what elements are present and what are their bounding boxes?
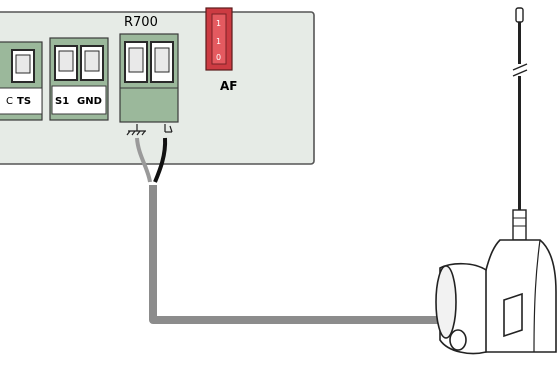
core-wire: [153, 137, 168, 183]
antenna-rod-break-2: [512, 69, 528, 77]
terminal-label-ts: TS: [17, 96, 31, 107]
ground-symbol-hatch-2: [131, 130, 136, 136]
coaxial-cable: [149, 185, 440, 324]
antenna-mount-plate: [435, 265, 457, 339]
terminal-label-strip-s1-gnd: [51, 85, 107, 115]
terminal-screw-ts-inner: [15, 54, 31, 74]
terminal-screw-shield-inner: [128, 47, 144, 73]
antenna-rod-tip: [515, 7, 524, 23]
terminal-block-s1-gnd: S1 GND: [49, 37, 109, 121]
terminal-label-s1: S1: [55, 96, 69, 107]
ground-symbol-hatch-4: [141, 130, 146, 136]
antenna-housing: [435, 239, 557, 355]
terminal-block-antenna: [119, 33, 179, 123]
antenna-rod-break-1: [512, 63, 528, 71]
terminal-block-left: C TS: [0, 41, 43, 121]
af-jumper-pin-2: 1: [216, 37, 221, 46]
terminal-screw-gnd-inner: [84, 50, 100, 72]
antenna-rod: [512, 7, 528, 241]
af-jumper-pin-1: 1: [216, 19, 221, 28]
terminal-screw-core-inner: [154, 47, 170, 73]
af-jumper-label: AF: [220, 79, 237, 93]
antenna-housing-edge: [533, 239, 541, 353]
antenna-rod-collar: [512, 209, 527, 241]
terminal-label-gnd: GND: [77, 96, 102, 107]
shield-wire: [135, 137, 152, 183]
terminal-label-strip-left: [0, 87, 43, 115]
terminal-label-c: C: [6, 96, 13, 107]
ground-symbol-hatch-1: [126, 130, 131, 136]
af-jumper: 1 1 0: [205, 7, 233, 71]
ground-symbol-hatch-3: [136, 130, 141, 136]
signal-symbol-tick: [169, 125, 173, 133]
antenna-mount-bolt: [449, 329, 467, 351]
antenna-wires: [135, 137, 168, 183]
terminal-screw-s1-inner: [58, 50, 74, 72]
antenna-housing-window: [503, 292, 523, 338]
board-model-label: R700: [124, 15, 158, 30]
af-jumper-pin-3: 0: [216, 53, 221, 62]
af-jumper-slot: [211, 13, 227, 65]
ground-symbols: [126, 124, 173, 136]
